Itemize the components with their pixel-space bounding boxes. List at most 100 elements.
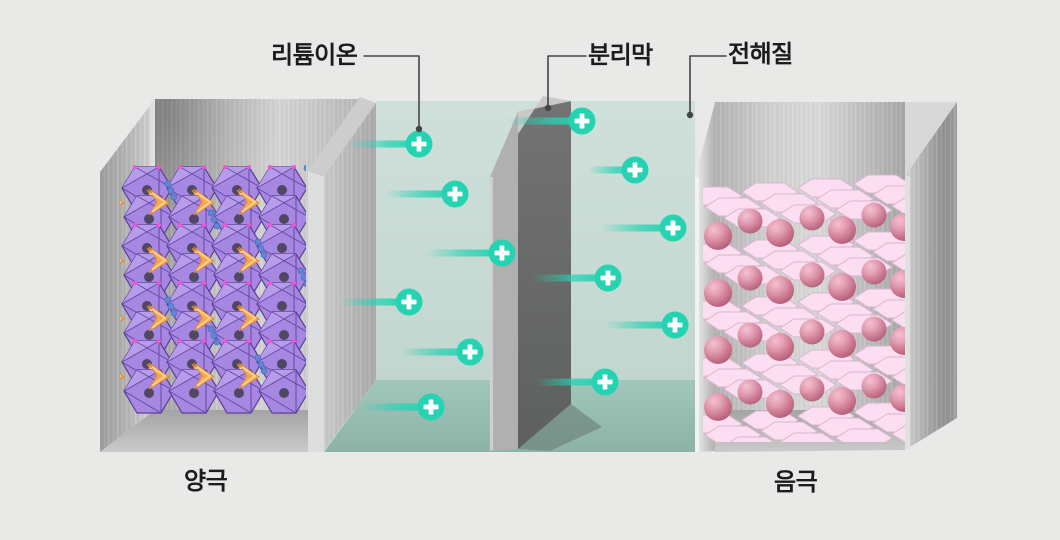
ion-motion-tail <box>400 348 468 356</box>
lithium-atom-icon <box>890 327 905 355</box>
lithium-ion-badge <box>532 264 622 292</box>
lithium-ion-badge <box>360 393 445 421</box>
label-connector-separator <box>547 55 587 106</box>
lithium-ion-badge <box>507 107 596 135</box>
separator-side-face <box>490 112 518 451</box>
lithium-atom-icon <box>890 384 905 412</box>
lithium-atom-icon <box>828 330 856 358</box>
graphene-hexagon-icon <box>891 197 905 215</box>
metal-atom-icon <box>234 388 244 398</box>
left-floor <box>100 410 310 452</box>
lithium-ion-badge <box>588 156 649 184</box>
separator-shadow <box>518 404 602 451</box>
lithium-site-icon <box>167 187 175 194</box>
graphite-sheet <box>703 345 905 399</box>
lithium-site-icon <box>207 325 215 333</box>
lithium-atom-icon <box>704 336 732 364</box>
lithium-site-icon <box>254 354 262 362</box>
cathode-current-collector <box>308 97 376 452</box>
label-connector-lithium-ion <box>363 55 420 127</box>
metal-atom-icon <box>144 388 154 398</box>
label-dot-electrolyte <box>686 111 694 119</box>
lithium-site-icon <box>164 180 172 188</box>
lithium-atom-icon <box>799 376 825 402</box>
lithium-atom-icon <box>766 333 794 361</box>
lithium-atom-icon <box>828 216 856 244</box>
lithium-ion-badge <box>535 368 619 396</box>
graphene-hexagon-icon <box>891 311 905 329</box>
metal-atom-icon <box>279 272 289 282</box>
lithium-sphere-row <box>704 373 905 421</box>
lithium-atom-icon <box>799 262 825 288</box>
ion-motion-tail <box>360 403 429 411</box>
lithium-site-icon <box>210 332 218 339</box>
graphite-sheet <box>703 231 905 285</box>
graphene-hexagon-icon <box>779 432 837 442</box>
right-wall-edge-highlight <box>905 176 910 450</box>
label-separator: 분리막 <box>588 42 653 69</box>
lithium-site-icon <box>260 251 268 259</box>
graphene-hexagon-icon <box>872 356 905 376</box>
lithium-site-icon <box>303 165 306 172</box>
ion-motion-tail <box>348 140 417 148</box>
graphite-sheet <box>703 402 905 442</box>
graphene-hexagon-icon <box>891 425 905 442</box>
ion-motion-tail <box>425 249 500 257</box>
label-lithium-ion: 리튬이온 <box>271 42 358 69</box>
lithium-atom-icon <box>704 222 732 250</box>
lithium-atom-icon <box>799 319 825 345</box>
lithium-atom-icon <box>890 213 905 241</box>
metal-atom-icon <box>277 185 287 195</box>
metal-atom-icon <box>234 214 244 224</box>
lithium-atom-icon <box>704 393 732 421</box>
ion-motion-tail <box>605 321 673 329</box>
lithium-site-icon <box>303 280 306 288</box>
lithium-site-icon <box>300 274 306 281</box>
lithium-ion-badge <box>340 288 423 316</box>
lithium-atom-icon <box>890 270 905 298</box>
lithium-site-icon <box>167 303 175 310</box>
lithium-atom-icon <box>766 276 794 304</box>
ion-motion-tail <box>535 378 603 386</box>
label-connector-electrolyte <box>689 55 727 113</box>
ion-motion-tail <box>532 274 606 282</box>
lithium-atom-icon <box>737 322 763 348</box>
metal-atom-icon <box>234 272 244 282</box>
metal-atom-icon <box>144 272 154 282</box>
ion-motion-tail <box>600 224 671 232</box>
lithium-atom-icon <box>861 202 887 228</box>
lithium-site-icon <box>297 267 305 275</box>
graphene-hexagon-icon <box>872 413 905 433</box>
lithium-site-icon <box>170 193 178 201</box>
metal-atom-icon <box>277 359 287 369</box>
metal-atom-icon <box>189 272 199 282</box>
graphene-hexagon-icon <box>872 185 905 205</box>
lithium-site-icon <box>210 216 218 223</box>
lithium-sphere-row <box>704 202 905 250</box>
lithium-site-icon <box>257 245 265 252</box>
lithium-ion-badge <box>425 239 516 267</box>
ion-motion-tail <box>340 298 407 306</box>
slab-bright-strip <box>308 171 324 452</box>
lithium-sphere-row <box>704 259 905 307</box>
lithium-sphere-row <box>704 316 905 364</box>
slab-top-face <box>308 97 376 177</box>
label-dot-separator <box>544 104 552 112</box>
separator-top-face <box>490 96 571 177</box>
lithium-ion-badge <box>605 311 689 339</box>
lithium-ion-badge <box>348 130 433 158</box>
graphene-hexagon-icon <box>872 299 905 319</box>
lithium-ion-badge <box>400 338 484 366</box>
lithium-site-icon <box>164 296 172 304</box>
label-negative-electrode: 음극 <box>774 469 818 496</box>
label-dot-lithium-ion <box>415 125 423 133</box>
label-positive-electrode: 양극 <box>184 468 228 495</box>
lithium-ion-badge <box>385 180 469 208</box>
lithium-site-icon <box>213 338 221 346</box>
metal-atom-icon <box>189 214 199 224</box>
lithium-atom-icon <box>861 316 887 342</box>
lithium-ion-badge <box>600 214 687 242</box>
lithium-atom-icon <box>737 208 763 234</box>
lithium-site-icon <box>207 209 215 217</box>
